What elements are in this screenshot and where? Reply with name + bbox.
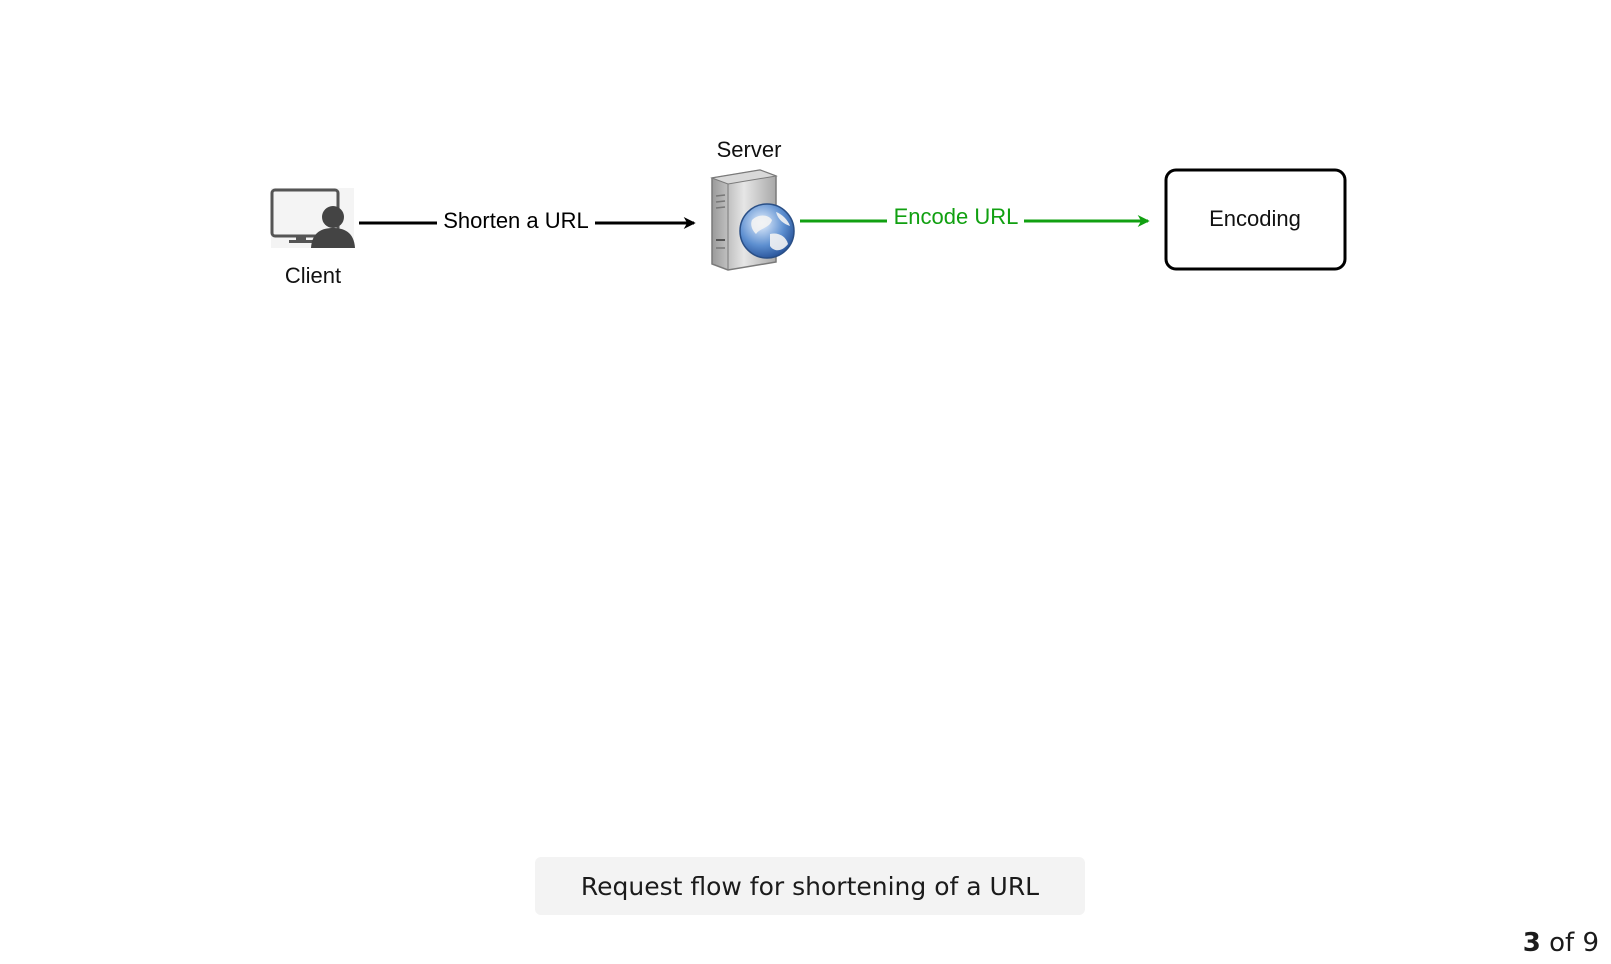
shorten-url-label: Shorten a URL (443, 208, 589, 233)
encode-url-label: Encode URL (894, 204, 1019, 229)
client-label: Client (285, 263, 341, 288)
web-server-globe-icon (710, 169, 795, 271)
server-node: Server (710, 137, 795, 271)
encoding-label: Encoding (1209, 206, 1301, 231)
encoding-node: Encoding (1164, 168, 1347, 271)
server-label: Server (717, 137, 782, 162)
slide-pager: 3 of 9 (1523, 928, 1599, 958)
client-node: Client (270, 188, 355, 288)
edge-shorten-url: Shorten a URL (359, 208, 696, 233)
encoding-box (1164, 168, 1347, 271)
client-user-monitor-icon (270, 188, 355, 248)
figure-caption: Request flow for shortening of a URL (535, 857, 1085, 915)
edge-encode-url: Encode URL (800, 204, 1150, 229)
pager-current: 3 (1522, 928, 1541, 958)
pager-total: 9 (1582, 928, 1599, 958)
caption-text: Request flow for shortening of a URL (580, 871, 1040, 901)
pager-separator: of (1549, 928, 1575, 958)
